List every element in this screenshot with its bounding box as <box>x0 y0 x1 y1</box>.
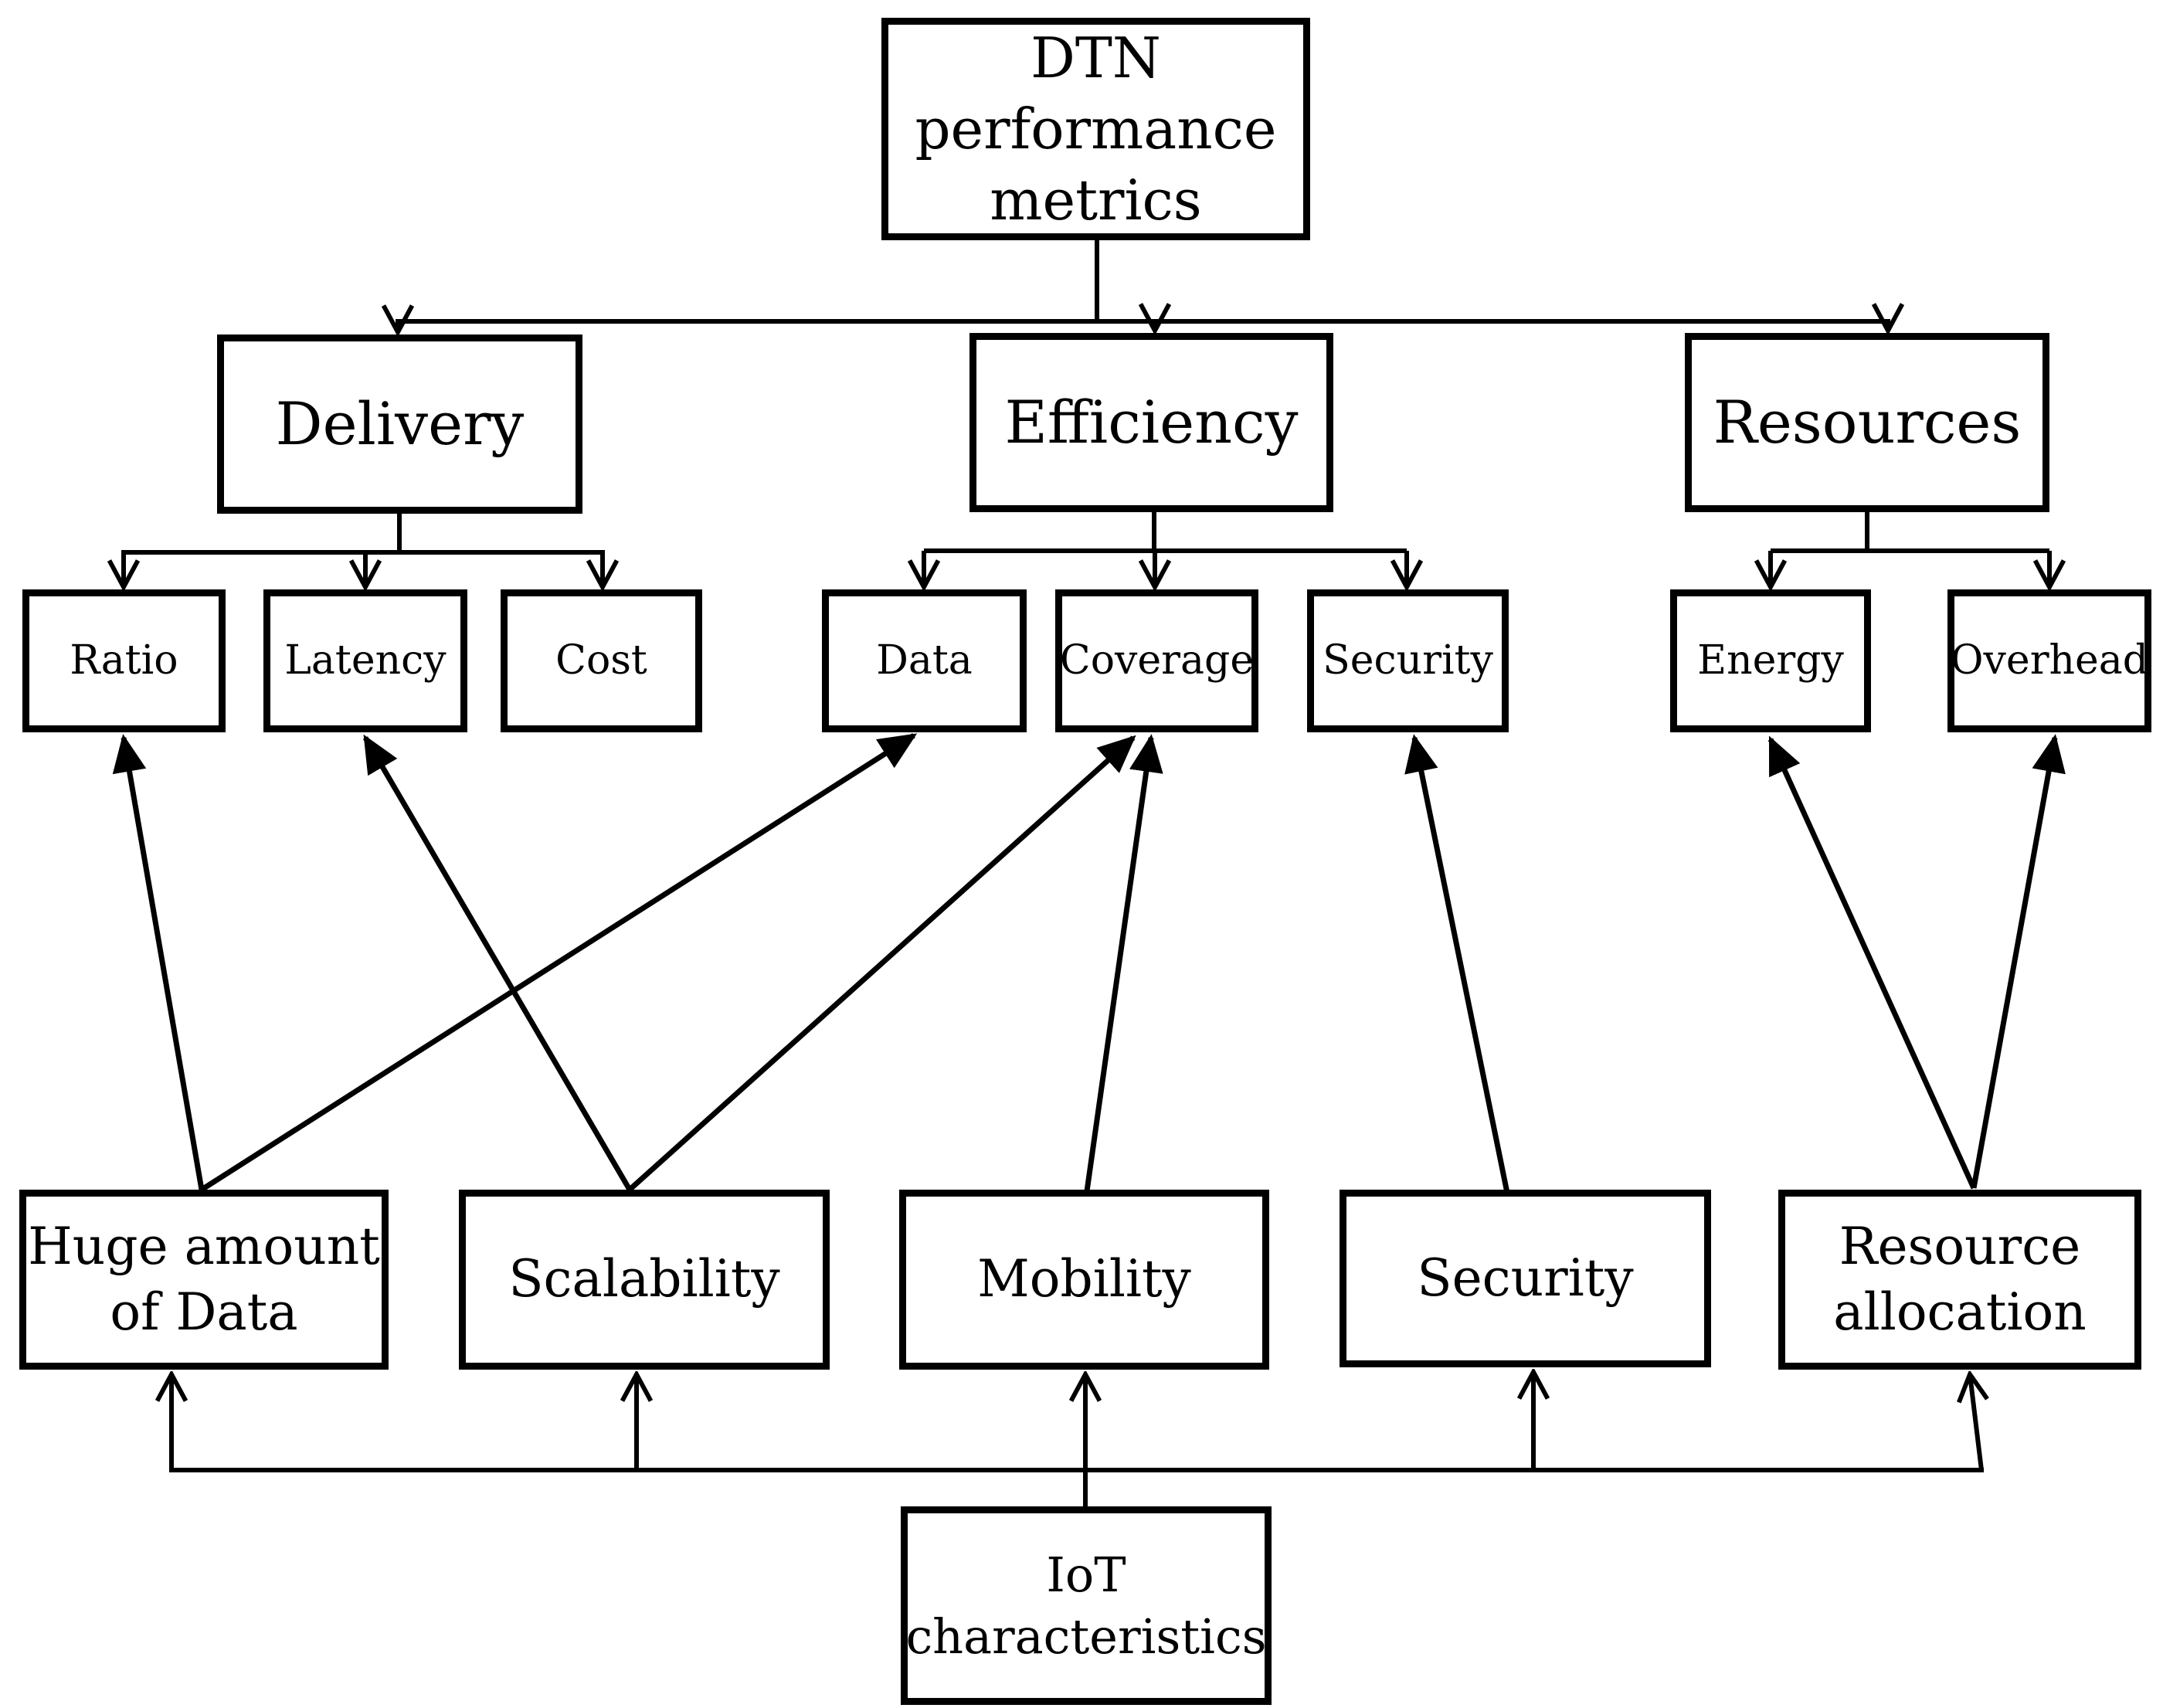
node-overhead: Overhead <box>1947 589 2151 732</box>
node-delivery: Delivery <box>217 334 582 514</box>
node-cost: Cost <box>501 589 702 732</box>
node-resources: Resources <box>1685 333 2049 512</box>
tree-dtn <box>396 240 1890 332</box>
node-energy: Energy <box>1670 589 1871 732</box>
tree-delivery <box>121 514 605 587</box>
iot-bus <box>169 1372 1984 1508</box>
node-security-characteristic: Security <box>1340 1190 1711 1367</box>
node-latency: Latency <box>263 589 467 732</box>
node-mobility: Mobility <box>899 1190 1269 1370</box>
node-dtn-performance-metrics: DTN performance metrics <box>881 18 1310 240</box>
tree-resources <box>1771 512 2049 587</box>
node-ratio: Ratio <box>22 589 226 732</box>
node-efficiency: Efficiency <box>969 333 1333 512</box>
tree-efficiency <box>924 512 1407 587</box>
node-huge-amount-of-data: Huge amount of Data <box>19 1190 389 1370</box>
node-security-metric: Security <box>1307 589 1509 732</box>
node-iot-characteristics: IoT characteristics <box>901 1506 1272 1705</box>
node-coverage: Coverage <box>1055 589 1258 732</box>
node-scalability: Scalability <box>459 1190 830 1370</box>
node-resource-allocation: Resource allocation <box>1778 1190 2141 1370</box>
node-data: Data <box>822 589 1027 732</box>
influence-arrows <box>112 733 2066 1194</box>
